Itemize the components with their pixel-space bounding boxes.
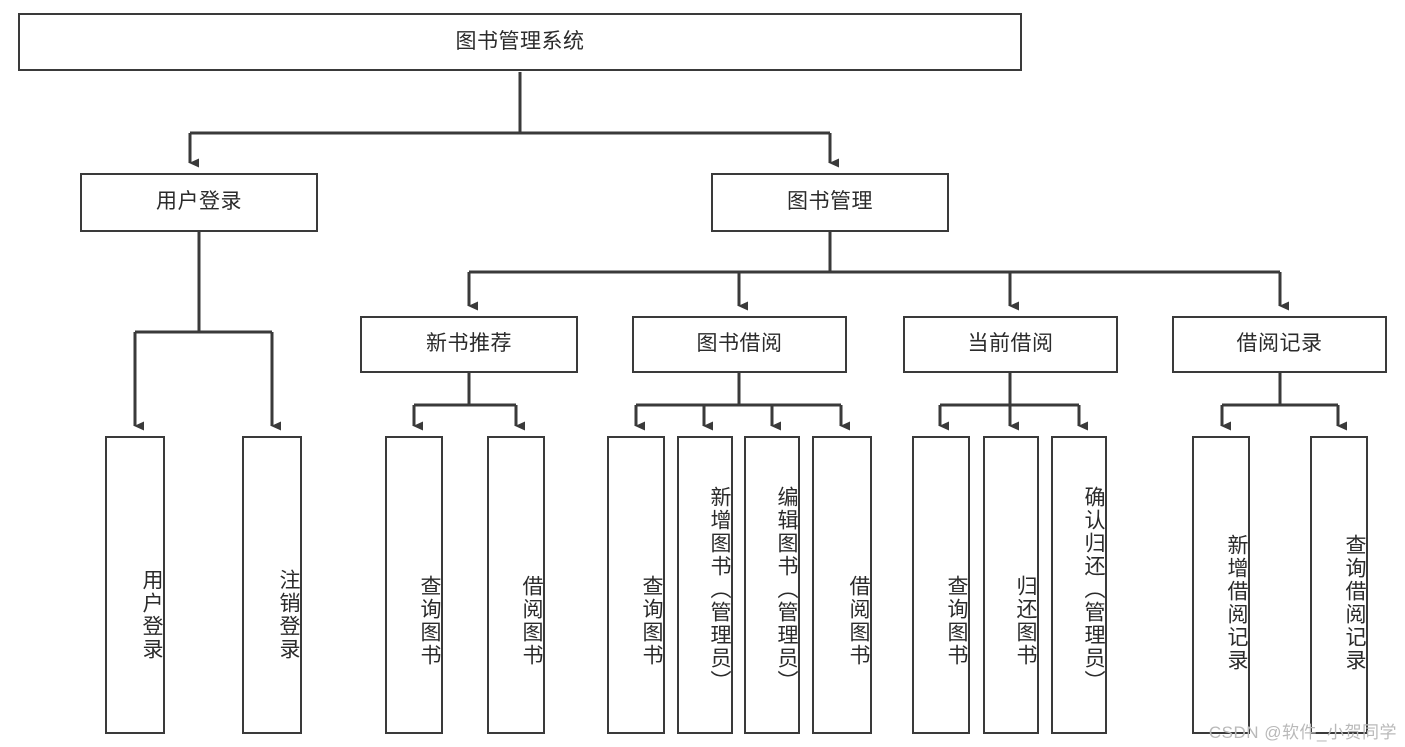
node-leaf-add-record-label: 新增借阅记录 bbox=[1225, 534, 1248, 672]
node-leaf-edit-book-label: 编辑图书（管理员） bbox=[775, 485, 798, 693]
node-book-borrow-label: 图书借阅 bbox=[696, 332, 783, 356]
node-leaf-borrow-book-2[interactable]: 借阅图书 bbox=[812, 436, 872, 734]
node-leaf-borrow-book-1-label: 借阅图书 bbox=[520, 575, 543, 667]
node-leaf-user-login-label: 用户登录 bbox=[140, 569, 163, 661]
node-user-login[interactable]: 用户登录 bbox=[80, 173, 318, 232]
node-leaf-query-record-label: 查询借阅记录 bbox=[1343, 534, 1366, 672]
node-user-login-label: 用户登录 bbox=[156, 190, 242, 214]
node-new-book-recommend-label: 新书推荐 bbox=[426, 332, 512, 356]
node-root-label: 图书管理系统 bbox=[455, 29, 585, 53]
node-leaf-query-record[interactable]: 查询借阅记录 bbox=[1310, 436, 1368, 734]
node-book-management-label: 图书管理 bbox=[787, 190, 873, 214]
node-leaf-add-book-label: 新增图书（管理员） bbox=[708, 485, 731, 693]
node-leaf-logout-label: 注销登录 bbox=[277, 569, 300, 661]
node-book-borrow[interactable]: 图书借阅 bbox=[632, 316, 847, 373]
node-leaf-query-book-1[interactable]: 查询图书 bbox=[385, 436, 443, 734]
node-leaf-confirm-return[interactable]: 确认归还（管理员） bbox=[1051, 436, 1107, 734]
node-leaf-confirm-return-label: 确认归还（管理员） bbox=[1082, 485, 1105, 693]
node-borrow-record[interactable]: 借阅记录 bbox=[1172, 316, 1387, 373]
node-leaf-edit-book[interactable]: 编辑图书（管理员） bbox=[744, 436, 800, 734]
node-leaf-query-book-2[interactable]: 查询图书 bbox=[607, 436, 665, 734]
node-leaf-add-book[interactable]: 新增图书（管理员） bbox=[677, 436, 733, 734]
node-current-borrow-label: 当前借阅 bbox=[967, 332, 1054, 356]
node-borrow-record-label: 借阅记录 bbox=[1236, 332, 1323, 356]
node-leaf-query-book-2-label: 查询图书 bbox=[640, 575, 663, 667]
node-leaf-add-record[interactable]: 新增借阅记录 bbox=[1192, 436, 1250, 734]
node-leaf-query-book-3-label: 查询图书 bbox=[945, 575, 968, 667]
watermark-text: CSDN @软件_小贺同学 bbox=[1208, 723, 1397, 742]
node-leaf-borrow-book-2-label: 借阅图书 bbox=[847, 575, 870, 667]
node-leaf-borrow-book-1[interactable]: 借阅图书 bbox=[487, 436, 545, 734]
node-leaf-return-book-label: 归还图书 bbox=[1014, 575, 1037, 667]
node-leaf-return-book[interactable]: 归还图书 bbox=[983, 436, 1039, 734]
node-leaf-query-book-3[interactable]: 查询图书 bbox=[912, 436, 970, 734]
node-leaf-query-book-1-label: 查询图书 bbox=[418, 575, 441, 667]
node-book-management[interactable]: 图书管理 bbox=[711, 173, 949, 232]
node-root[interactable]: 图书管理系统 bbox=[18, 13, 1022, 71]
node-current-borrow[interactable]: 当前借阅 bbox=[903, 316, 1118, 373]
node-leaf-logout[interactable]: 注销登录 bbox=[242, 436, 302, 734]
node-leaf-user-login[interactable]: 用户登录 bbox=[105, 436, 165, 734]
node-new-book-recommend[interactable]: 新书推荐 bbox=[360, 316, 578, 373]
